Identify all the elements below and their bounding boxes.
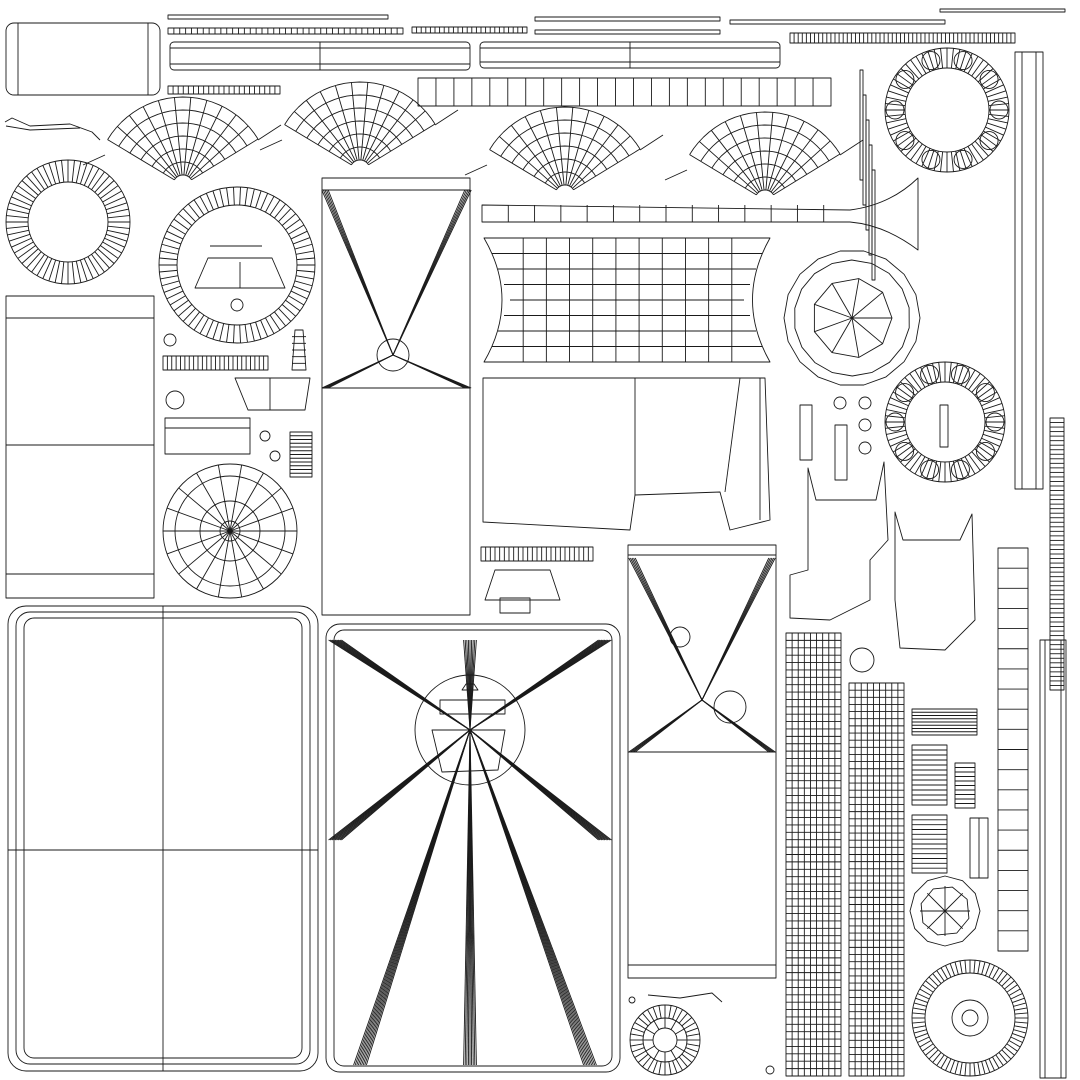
ring-frame-center — [158, 186, 316, 344]
x-brace-panel-mid — [627, 544, 777, 979]
gear-disc-bottom-center — [628, 992, 775, 1076]
dome-shell-4 — [664, 111, 864, 196]
dome-shell-3 — [464, 106, 664, 191]
dome-shell-1 — [82, 96, 282, 181]
small-disc-bottom — [849, 647, 981, 947]
panel-lower-center — [480, 377, 771, 614]
top-thin-strips — [167, 8, 1066, 95]
fan-disc-bottom-right — [911, 959, 1029, 1077]
ribbed-column-1 — [785, 632, 842, 1077]
tall-panel-left — [5, 295, 155, 599]
large-rounded-panel — [7, 605, 319, 1072]
starburst-panel-large — [325, 623, 621, 1073]
small-wire-pieces — [4, 117, 101, 141]
ladder-strips-far-right — [859, 69, 1065, 691]
curved-mesh-center — [483, 237, 771, 363]
bracket-pieces — [789, 396, 976, 651]
bearing-ring-top-right — [884, 47, 1010, 173]
long-strip-top — [169, 41, 781, 71]
rounded-slab-top-left — [5, 22, 161, 96]
horn-strip — [481, 177, 919, 251]
spoked-disc-left — [162, 463, 298, 599]
ring-washer-left — [5, 159, 131, 285]
thin-column-far-right — [1014, 51, 1067, 1079]
x-brace-panel-upper — [321, 177, 472, 616]
ribbed-column-2 — [848, 682, 905, 1077]
dome-shell-2 — [259, 81, 459, 166]
small-ribbed-blocks — [911, 708, 989, 879]
tall-ladder-right — [997, 547, 1029, 952]
segmented-bar-top — [417, 77, 832, 107]
small-left-bits — [162, 329, 313, 478]
bearing-ring-mid-right — [884, 361, 1006, 483]
polygon-disc-right — [783, 250, 921, 386]
